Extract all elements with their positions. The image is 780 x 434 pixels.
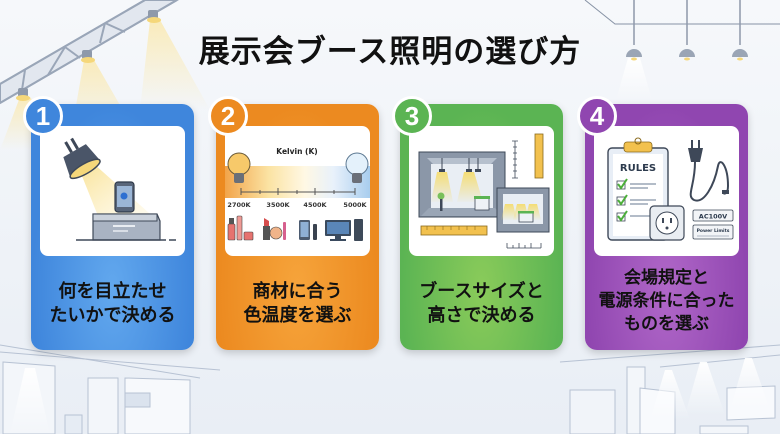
svg-text:AC100V: AC100V bbox=[699, 213, 727, 221]
step-number-badge: 3 bbox=[392, 96, 432, 136]
caption-line: 高さで決める bbox=[427, 305, 536, 326]
cosmetics-icon bbox=[227, 215, 254, 241]
spotlight-product-icon bbox=[63, 137, 176, 241]
card-step-3: 3 ブースサイズと 高さで決める bbox=[392, 96, 563, 350]
caption-line: 何を目立たせ bbox=[58, 280, 167, 302]
color-temperature-scale-icon: Kelvin (K) 2700K 3500K 4500K 5000K bbox=[225, 147, 370, 241]
svg-text:3500K: 3500K bbox=[266, 201, 290, 209]
caption-line: たいかで決める bbox=[49, 305, 176, 326]
caption-line: 色温度を選ぶ bbox=[243, 305, 352, 326]
svg-text:2700K: 2700K bbox=[227, 201, 251, 209]
booth-sketch-left bbox=[0, 344, 221, 434]
booth-size-icon bbox=[418, 133, 550, 249]
makeup-icon bbox=[263, 218, 286, 240]
svg-text:Power Limits: Power Limits bbox=[697, 228, 730, 234]
illustration-panel bbox=[40, 126, 185, 256]
card-step-2: Kelvin (K) 2700K 3500K 4500K 5000K bbox=[208, 96, 379, 350]
caption-line: 電源条件に合った bbox=[598, 291, 735, 312]
card-caption: 会場規定と 電源条件に合った ものを選ぶ bbox=[589, 259, 744, 344]
svg-text:4500K: 4500K bbox=[303, 201, 327, 209]
step-number-badge: 1 bbox=[23, 96, 63, 136]
card-caption: ブースサイズと 高さで決める bbox=[404, 264, 559, 344]
page-title: 展示会ブース照明の選び方 bbox=[198, 34, 582, 70]
svg-text:Kelvin (K): Kelvin (K) bbox=[276, 147, 317, 156]
booth-sketch-right bbox=[559, 344, 780, 434]
illustration-panel: RULES bbox=[594, 126, 739, 256]
svg-text:RULES: RULES bbox=[620, 163, 656, 174]
svg-text:5000K: 5000K bbox=[343, 201, 367, 209]
caption-line: ブースサイズと bbox=[419, 280, 544, 302]
step-number-badge: 2 bbox=[208, 96, 248, 136]
voltage-label: AC100V bbox=[692, 209, 734, 222]
caption-line: 会場規定と bbox=[624, 268, 709, 289]
power-plug-icon bbox=[688, 140, 730, 202]
ruler-icon bbox=[512, 140, 518, 179]
card-caption: 商材に合う 色温度を選ぶ bbox=[220, 264, 375, 344]
smartphone-icon bbox=[299, 220, 317, 240]
cool-bulb-icon bbox=[345, 152, 369, 183]
power-limits-label: Power Limits bbox=[692, 224, 734, 240]
card-step-1: 1 何を目立たせ たいかで決める bbox=[23, 96, 194, 350]
card-caption: 何を目立たせ たいかで決める bbox=[35, 264, 190, 344]
caption-line: ものを選ぶ bbox=[624, 313, 709, 334]
caption-line: 商材に合う bbox=[252, 280, 343, 302]
computer-icon bbox=[325, 219, 363, 241]
illustration-panel bbox=[409, 126, 554, 256]
illustration-panel: Kelvin (K) 2700K 3500K 4500K 5000K bbox=[225, 126, 370, 256]
rules-power-icon: RULES bbox=[607, 137, 734, 241]
step-number-badge: 4 bbox=[577, 96, 617, 136]
warm-bulb-icon bbox=[227, 152, 251, 183]
card-step-4: RULES bbox=[577, 96, 748, 350]
power-outlet-icon bbox=[649, 205, 685, 241]
